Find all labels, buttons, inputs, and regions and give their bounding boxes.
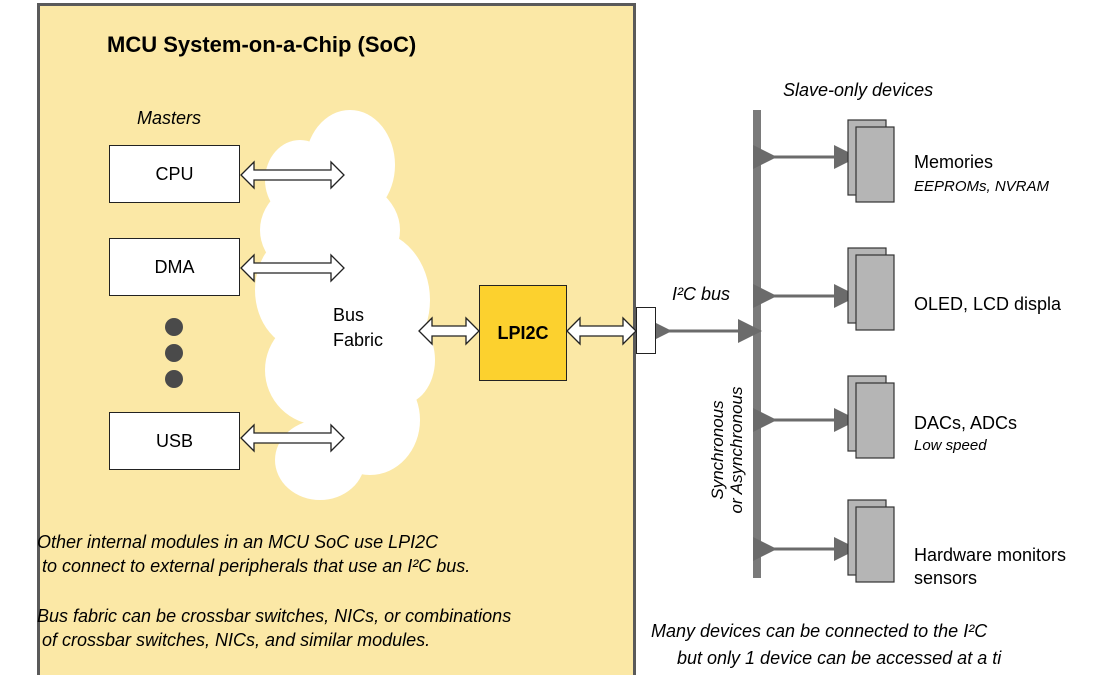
hwmon-device-icon xyxy=(847,499,895,583)
master-usb-label: USB xyxy=(155,430,193,451)
ellipsis-dot xyxy=(165,370,183,388)
fabric-lpi2c-arrow xyxy=(418,316,480,346)
footer-note-line2: but only 1 device can be accessed at a t… xyxy=(677,648,1002,668)
soc-note-2-line1: Bus fabric can be crossbar switches, NIC… xyxy=(37,606,512,626)
i2c-bus-label: I²C bus xyxy=(672,284,731,304)
master-cpu-label: CPU xyxy=(155,163,194,184)
usb-fabric-arrow xyxy=(240,423,345,453)
master-dma-label: DMA xyxy=(154,256,195,277)
bus-fabric-label-line1: Bus xyxy=(333,305,365,325)
lpi2c-label: LPI2C xyxy=(497,322,549,343)
soc-note-1-line2: to connect to external peripherals that … xyxy=(37,556,471,576)
bus-mode-label: Synchronous or Asynchronous xyxy=(708,355,746,545)
bus-mode-line2: or Asynchronous xyxy=(727,386,746,514)
memories-device-icon xyxy=(847,119,895,203)
soc-title: MCU System-on-a-Chip (SoC) xyxy=(107,32,417,57)
device-hwmon-name: Hardware monitors xyxy=(914,545,1067,565)
soc-note-2-line2: of crossbar switches, NICs, and similar … xyxy=(37,630,431,650)
master-dma-box: DMA xyxy=(109,238,240,296)
lpi2c-pin-arrow xyxy=(566,316,637,346)
master-usb-box: USB xyxy=(109,412,240,470)
slave-devices-label: Slave-only devices xyxy=(783,80,934,100)
device-dacs-sub: Low speed xyxy=(914,437,987,454)
device-dacs-name: DACs, ADCs xyxy=(914,413,1018,433)
dma-fabric-arrow xyxy=(240,253,345,283)
bus-mode-line1: Synchronous xyxy=(708,400,727,500)
device-hwmon-sub: sensors xyxy=(914,568,978,588)
master-cpu-box: CPU xyxy=(109,145,240,203)
soc-note-1-line1: Other internal modules in an MCU SoC use… xyxy=(37,532,439,552)
device-memories-name: Memories xyxy=(914,152,994,172)
io-pin xyxy=(636,307,656,354)
ellipsis-dot xyxy=(165,318,183,336)
masters-label: Masters xyxy=(137,108,202,128)
ellipsis-dot xyxy=(165,344,183,362)
dacs-device-icon xyxy=(847,375,895,459)
oled-device-icon xyxy=(847,247,895,331)
footer-note-line1: Many devices can be connected to the I²C xyxy=(651,621,988,641)
device-oled-name: OLED, LCD displa xyxy=(914,294,1062,314)
lpi2c-block: LPI2C xyxy=(479,285,567,381)
device-memories-sub: EEPROMs, NVRAM xyxy=(914,178,1050,195)
i2c-bus-line xyxy=(753,110,761,578)
cpu-fabric-arrow xyxy=(240,160,345,190)
bus-fabric-label-line2: Fabric xyxy=(333,330,384,350)
